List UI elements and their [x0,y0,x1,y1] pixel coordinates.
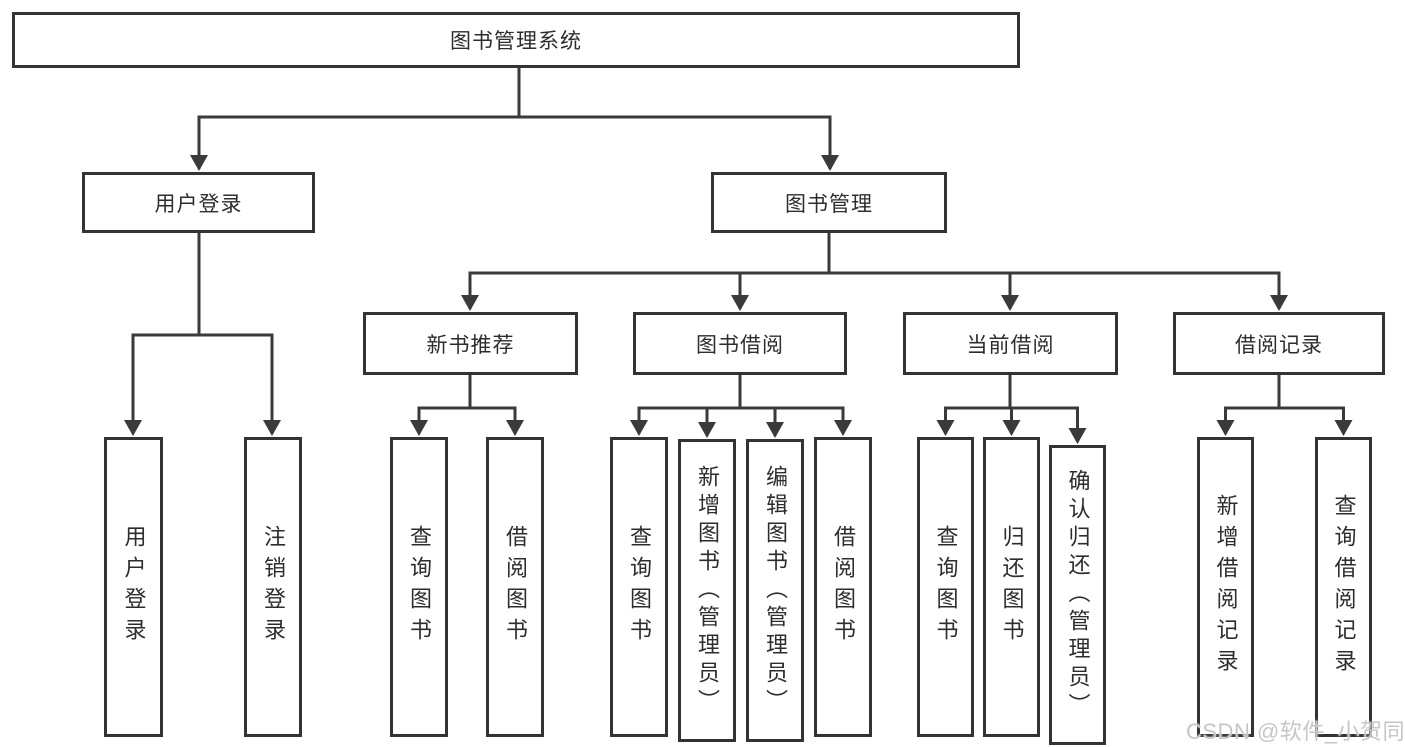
node-borrowing-records: 借阅记录 [1173,312,1385,375]
leaf-recommend-query-books: 查询图书 [390,437,448,737]
connector-book-mgmt-branch [461,233,1288,311]
connector-user-login-branch [124,233,281,436]
leaf-recommend-borrow-books: 借阅图书 [486,437,544,737]
leaf-logout: 注销登录 [244,437,302,737]
connector-book-borrow-branch [630,375,852,438]
node-book-management: 图书管理 [711,172,947,233]
node-book-borrowing: 图书借阅 [633,312,847,375]
leaf-user-login: 用户登录 [104,437,163,737]
leaf-current-query-books: 查询图书 [917,437,974,737]
leaf-add-borrow-record: 新增借阅记录 [1197,437,1254,737]
leaf-edit-books-admin: 编辑图书（管理员） [746,439,804,742]
connector-root-to-level2 [190,68,839,171]
leaf-confirm-return-admin: 确认归还（管理员） [1049,445,1106,745]
node-library-management-system: 图书管理系统 [12,12,1020,68]
leaf-query-borrow-record: 查询借阅记录 [1315,437,1372,737]
connector-current-borrow-branch [936,375,1087,444]
leaf-return-books: 归还图书 [983,437,1040,737]
node-new-book-recommend: 新书推荐 [363,312,578,375]
node-current-borrowing: 当前借阅 [903,312,1118,375]
connector-borrow-records-branch [1216,375,1353,436]
leaf-add-books-admin: 新增图书（管理员） [678,439,736,742]
leaf-borrowing-query-books: 查询图书 [610,437,668,737]
csdn-watermark: CSDN @软件_小贺同学 [1186,719,1405,744]
node-user-login: 用户登录 [82,172,315,233]
connector-new-book-branch [410,375,524,436]
leaf-borrowing-borrow-books: 借阅图书 [814,437,872,737]
